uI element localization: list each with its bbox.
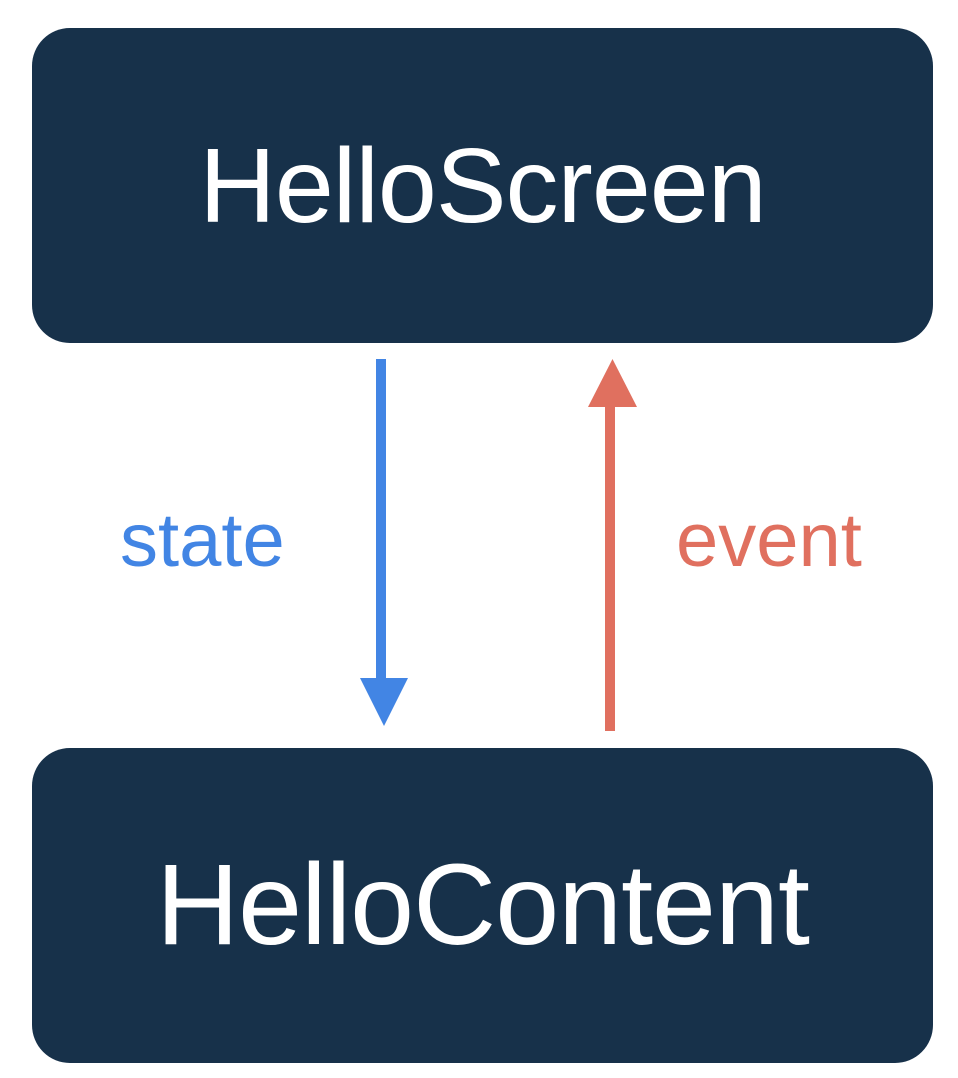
node-hello-content-label: HelloContent <box>156 841 810 969</box>
state-arrow-down-icon <box>360 359 408 726</box>
event-arrow-up-icon <box>588 359 637 731</box>
edge-label-event: event <box>676 498 862 583</box>
edge-label-state: state <box>120 498 285 583</box>
node-hello-content[interactable]: HelloContent <box>32 748 933 1063</box>
node-hello-screen[interactable]: HelloScreen <box>32 28 933 343</box>
node-hello-screen-label: HelloScreen <box>199 126 766 245</box>
